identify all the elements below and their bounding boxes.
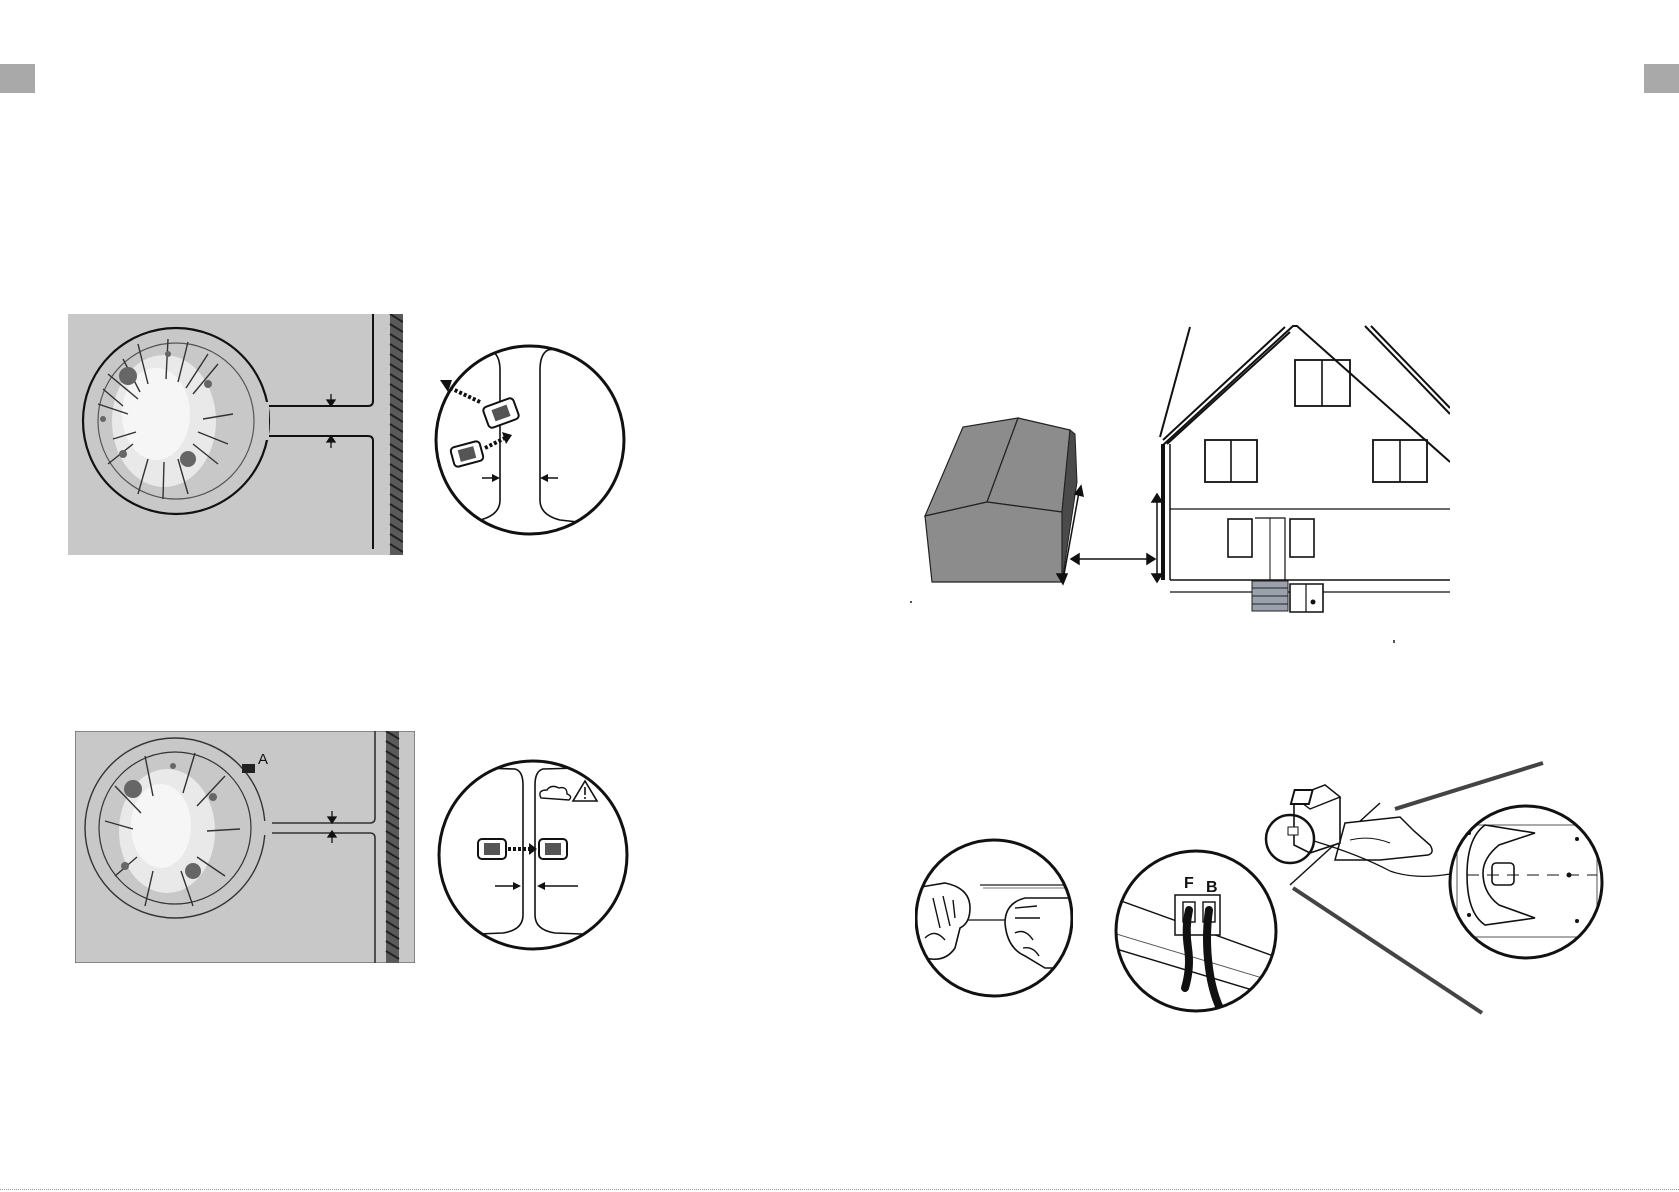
figure-cable-splice-hands: [915, 828, 1073, 1008]
stray-mark: [1393, 640, 1395, 643]
robot-mower-icon: [478, 839, 506, 859]
page-tab-right: [1644, 64, 1679, 93]
page-bottom-rule: [0, 1189, 1679, 1190]
figure-passage-detail-circle-1: [430, 340, 630, 540]
house-steps: [1252, 581, 1288, 611]
page-tab-left: [0, 64, 35, 93]
house-illustration: [1160, 326, 1450, 592]
socket-label-f: F: [1184, 875, 1194, 892]
figure-passage-detail-circle-2: [433, 755, 633, 955]
figure-lawn-passage-wide: [68, 314, 403, 555]
socket-label-b: B: [1206, 879, 1218, 896]
figure-charging-plate-top-view: [1447, 803, 1605, 961]
charging-station-illustration: [1288, 785, 1432, 860]
robot-mower-icon: [539, 839, 567, 859]
shed-illustration: [925, 418, 1077, 582]
obstacle-label: A: [258, 751, 268, 768]
figure-house-and-shed: [905, 322, 1450, 644]
figure-lawn-passage-narrow: A: [75, 731, 415, 963]
obstacle-marker-a: [242, 764, 255, 773]
charging-station-small: [1290, 584, 1323, 612]
stray-mark: [910, 601, 912, 603]
